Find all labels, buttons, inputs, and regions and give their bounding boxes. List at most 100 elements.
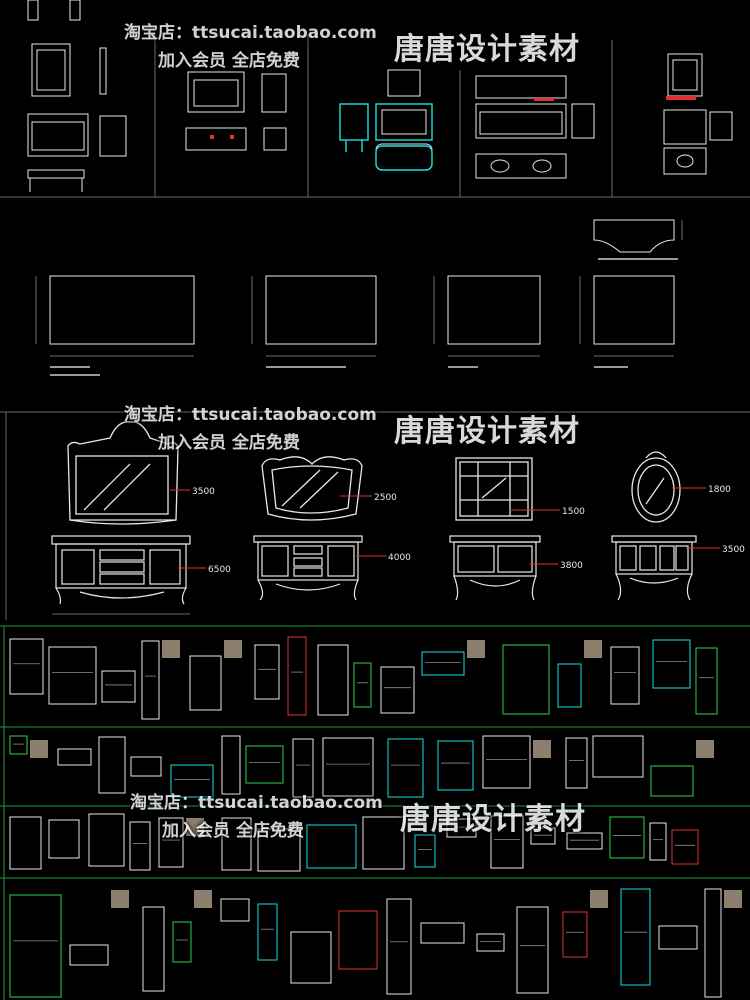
photo-thumbnail: [696, 740, 714, 758]
cad-thumbnail: [57, 748, 92, 766]
watermark-shop-url: 淘宝店：ttsucai.taobao.com: [124, 23, 377, 43]
cad-thumbnail: [141, 640, 160, 720]
cad-thumbnail: [9, 638, 44, 695]
cad-thumbnail: [317, 644, 349, 716]
cad-thumbnail: [562, 911, 588, 958]
dim-mirror-4: 1800: [708, 485, 731, 495]
cad-thumbnail: [257, 903, 278, 961]
photo-thumbnail: [533, 740, 551, 758]
cad-thumbnail: [609, 816, 645, 859]
cad-thumbnail: [290, 931, 332, 984]
cad-thumbnail: [221, 735, 241, 795]
photo-thumbnail: [186, 818, 204, 836]
cad-thumbnail: [704, 888, 722, 998]
cad-thumbnail: [420, 922, 465, 944]
cad-thumbnail: [650, 765, 694, 797]
photo-thumbnail: [30, 740, 48, 758]
cad-thumbnail: [658, 925, 698, 950]
row2-small-notes: [50, 258, 678, 376]
row2-drawings: [49, 219, 675, 345]
cad-thumbnail: [421, 651, 465, 676]
cad-thumbnail: [172, 921, 192, 963]
cad-thumbnail: [101, 670, 136, 703]
watermark-member-text: 加入会员 全店免费: [158, 433, 300, 453]
ornate-cabinet-2: [253, 535, 363, 601]
cad-thumbnail: [338, 910, 378, 970]
photo-thumbnail: [724, 890, 742, 908]
cad-thumbnail: [502, 644, 550, 715]
cad-thumbnail: [476, 933, 505, 952]
cad-thumbnail: [9, 894, 62, 998]
dim-mirror-1: 3500: [192, 487, 215, 497]
cad-thumbnail: [557, 663, 582, 708]
cad-thumbnail: [516, 906, 549, 994]
ornate-mirror-2: [261, 456, 363, 521]
cad-thumbnail: [530, 827, 556, 845]
cad-thumbnail: [671, 829, 699, 865]
cad-thumbnail: [220, 898, 250, 922]
section-borders: [0, 625, 750, 1000]
dim-mirror-3: 1500: [562, 507, 585, 517]
cad-thumbnail: [620, 888, 651, 986]
photo-thumbnail: [162, 640, 180, 658]
window-mirror-3: [455, 457, 533, 521]
cad-thumbnail: [69, 944, 109, 966]
cad-thumbnail: [695, 647, 718, 715]
photo-thumbnail: [590, 890, 608, 908]
cad-thumbnail: [170, 764, 214, 798]
dim-cabinet-4: 3500: [722, 545, 745, 555]
row1-red-marks: [210, 96, 696, 139]
cad-thumbnail: [142, 906, 165, 992]
cad-thumbnail: [437, 740, 474, 791]
cad-thumbnail: [652, 639, 691, 689]
cad-thumbnail: [254, 644, 280, 700]
catalogue-thumbnails: [9, 636, 742, 998]
cad-thumbnail: [221, 817, 252, 871]
cad-thumbnail: [322, 737, 374, 797]
cad-thumbnail: [380, 666, 415, 714]
cad-thumbnail: [287, 636, 307, 716]
watermark-member-text: 加入会员 全店免费: [158, 51, 300, 71]
row1-drawings: [27, 0, 733, 192]
cad-thumbnail: [292, 738, 314, 798]
cad-thumbnail: [490, 815, 524, 869]
cad-thumbnail: [362, 816, 405, 870]
photo-thumbnail: [224, 640, 242, 658]
watermark-brand: 唐唐设计素材: [394, 32, 580, 67]
watermark-shop-url: 淘宝店：ttsucai.taobao.com: [124, 405, 377, 425]
cad-thumbnail: [649, 822, 667, 861]
cad-thumbnail: [414, 834, 436, 868]
cad-thumbnail: [446, 818, 477, 838]
watermark-shop-url: 淘宝店：ttsucai.taobao.com: [130, 793, 383, 813]
drawing-frame: [0, 35, 750, 620]
ornate-cabinet-3: [449, 535, 541, 601]
dim-cabinet-3: 3800: [560, 561, 583, 571]
dim-mirror-2: 2500: [374, 493, 397, 503]
cad-thumbnail: [566, 832, 603, 850]
cad-thumbnail: [565, 737, 588, 789]
cad-thumbnail: [306, 824, 357, 869]
cad-thumbnail: [189, 655, 222, 711]
photo-thumbnail: [467, 640, 485, 658]
cad-thumbnail: [129, 821, 151, 871]
watermark-brand: 唐唐设计素材: [394, 414, 580, 449]
row1-cyan-accent: [339, 103, 433, 171]
ornate-cabinet-1: [51, 535, 191, 605]
oval-mirror-4: [631, 451, 681, 523]
watermark-brand: 唐唐设计素材: [400, 802, 586, 837]
row3-dim-leaders: [170, 487, 720, 569]
cad-thumbnail: [482, 735, 531, 789]
cad-thumbnail: [88, 813, 125, 867]
cad-thumbnail: [158, 817, 184, 868]
photo-thumbnail: [584, 640, 602, 658]
dim-cabinet-1: 6500: [208, 565, 231, 575]
row2-dim-lines: [35, 220, 683, 357]
photo-thumbnail: [194, 890, 212, 908]
cad-thumbnail: [48, 646, 97, 705]
watermark-member-text: 加入会员 全店免费: [162, 821, 304, 841]
cad-thumbnail: [353, 662, 372, 708]
ornate-mirror-1: [67, 421, 179, 525]
cad-thumbnail: [130, 756, 162, 777]
cad-thumbnail: [9, 816, 42, 870]
